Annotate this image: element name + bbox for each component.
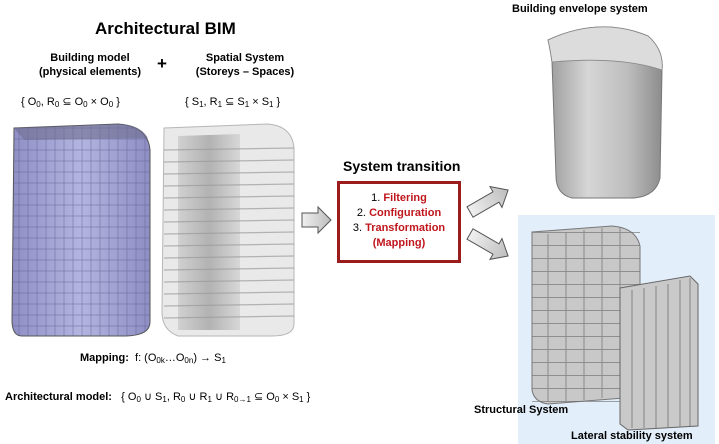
am-p1: { O xyxy=(121,391,137,403)
bm-set-prefix: { O xyxy=(21,96,37,108)
am-s1: 0 xyxy=(136,395,141,404)
ss-set-end: } xyxy=(273,96,281,108)
transition-step-2: 2. Configuration xyxy=(340,206,458,221)
mapping-formula: Mapping: f: (O0k…O0n) → S1 xyxy=(80,352,226,365)
step-2-label: Configuration xyxy=(369,207,442,219)
step-3-sublabel: (Mapping) xyxy=(372,237,426,249)
am-s5: 0→1 xyxy=(234,395,251,404)
am-p4: ∪ R xyxy=(185,391,208,403)
transition-input-arrow xyxy=(301,205,332,235)
system-transition-title: System transition xyxy=(343,158,461,174)
building-model-title-line2: (physical elements) xyxy=(38,66,142,78)
ss-set-times: × S xyxy=(249,96,270,108)
building-model-title: Building model (physical elements) xyxy=(20,51,160,79)
am-p6: ⊆ O xyxy=(250,391,275,403)
bm-set-mid: , R xyxy=(40,96,55,108)
arrow-to-envelope xyxy=(466,185,509,218)
system-transition-box: 1. Filtering 2. Configuration 3. Transfo… xyxy=(337,181,461,263)
mapping-label: Mapping: xyxy=(80,352,129,364)
spatial-system-set: { S1, R1 ⊆ S1 × S1 } xyxy=(185,95,281,109)
am-s4: 1 xyxy=(207,395,212,404)
ss-set-mid: , R xyxy=(203,96,218,108)
am-p2: ∪ S xyxy=(140,391,163,403)
step-1-number: 1. xyxy=(371,192,381,204)
envelope-system-label: Building envelope system xyxy=(512,3,648,15)
am-s6: 0 xyxy=(274,395,280,404)
step-3-number: 3. xyxy=(352,222,363,234)
bm-set-times: × O xyxy=(87,96,109,108)
bm-set-sub4: 0 xyxy=(108,100,114,109)
am-s7: 1 xyxy=(299,395,304,404)
mapping-f-sub1: 0k xyxy=(156,356,165,365)
mapping-f-arrow: ) → S xyxy=(193,352,222,364)
building-envelope-illustration xyxy=(547,26,663,199)
lateral-stability-illustration xyxy=(619,275,699,431)
am-p8: } xyxy=(303,391,311,403)
bm-set-rel: ⊆ O xyxy=(59,96,84,108)
plus-sign: + xyxy=(157,54,167,73)
spatial-system-title-line1: Spatial System xyxy=(205,52,285,64)
building-model-title-line1: Building model xyxy=(50,52,130,64)
bm-set-sub1: 0 xyxy=(36,100,41,109)
spatial-system-title: Spatial System (Storeys – Spaces) xyxy=(180,51,310,79)
spatial-system-title-line2: (Storeys – Spaces) xyxy=(195,66,295,78)
transition-step-3-sub: (Mapping) xyxy=(340,236,458,251)
spatial-system-illustration xyxy=(161,123,295,337)
am-p5: ∪ R xyxy=(211,391,235,403)
ss-set-sub2: 1 xyxy=(217,100,223,109)
bm-set-sub3: 0 xyxy=(83,100,88,109)
diagram-title: Architectural BIM xyxy=(95,19,236,38)
arch-model-label: Architectural model: xyxy=(5,391,112,403)
ss-set-prefix: { S xyxy=(185,96,200,108)
mapping-f-prefix: f: (O xyxy=(135,352,157,364)
lateral-stability-label: Lateral stability system xyxy=(571,430,693,442)
mapping-f-sub3: 1 xyxy=(221,356,226,365)
step-1-label: Filtering xyxy=(383,192,427,204)
building-model-illustration xyxy=(11,123,151,337)
mapping-f-mid: …O xyxy=(164,352,185,364)
step-3-label: Transformation xyxy=(365,222,446,234)
am-s2: 1 xyxy=(162,395,167,404)
ss-set-sub3: 1 xyxy=(244,100,250,109)
am-p3: , R xyxy=(166,391,181,403)
arrow-to-structural xyxy=(466,228,509,261)
transition-step-3: 3. Transformation xyxy=(340,221,458,236)
architectural-model-formula: Architectural model: { O0 ∪ S1, R0 ∪ R1 … xyxy=(5,390,311,404)
mapping-f-sub2: 0n xyxy=(184,356,194,365)
building-model-set: { O0, R0 ⊆ O0 × O0 } xyxy=(21,95,120,109)
ss-set-sub4: 1 xyxy=(269,100,274,109)
structural-system-label: Structural System xyxy=(474,404,569,416)
bm-set-end: } xyxy=(113,96,120,108)
transition-step-1: 1. Filtering xyxy=(340,191,458,206)
am-p7: × S xyxy=(279,391,300,403)
ss-set-rel: ⊆ S xyxy=(222,96,245,108)
bm-set-sub2: 0 xyxy=(54,100,60,109)
am-s3: 0 xyxy=(180,395,186,404)
ss-set-sub1: 1 xyxy=(199,100,204,109)
step-2-number: 2. xyxy=(356,207,366,219)
